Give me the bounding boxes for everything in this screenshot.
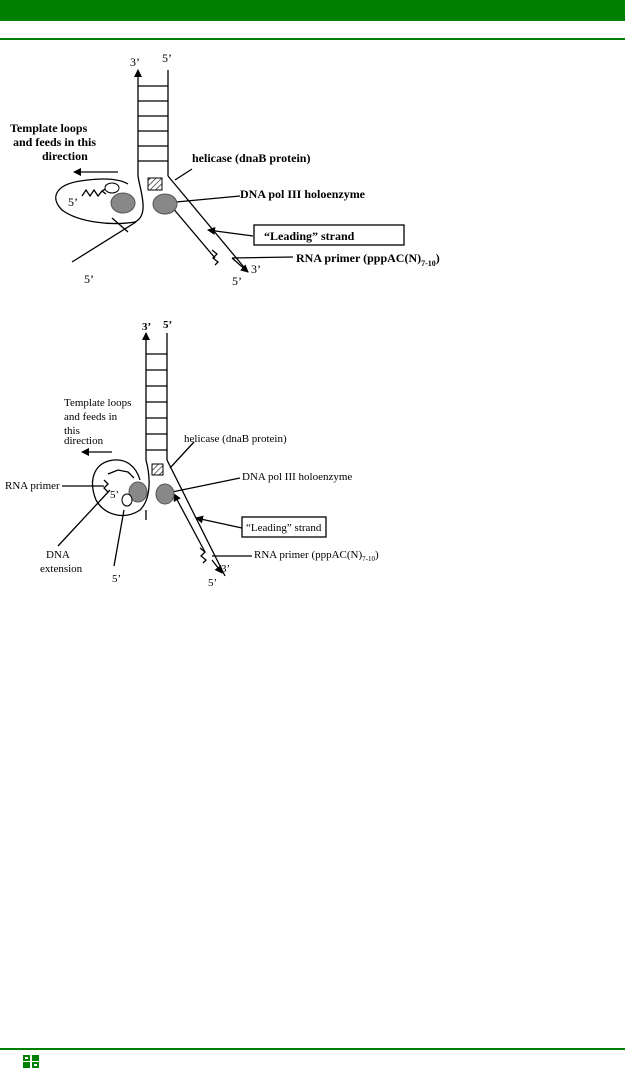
d1-helicase-shape [147,177,163,191]
d2-loop-inner [107,469,135,479]
d1-loop-polymerase-shape [110,192,136,214]
d1-5prime-top: 5’ [162,51,172,65]
d2-base-pair-rungs [146,353,167,451]
d1-template-line-2: and feeds in this [13,135,96,149]
diagram-1 [55,69,405,273]
d1-shapes [104,177,178,215]
d2-dna-extension-line-2: extension [40,563,83,575]
d1-3prime-top: 3’ [130,55,140,69]
d1-5prime-bottom-right: 5’ [232,274,242,288]
d2-template-line-4: direction [64,435,104,447]
d1-loop-clamp-shape [104,182,120,194]
d2-leading-strand-box [241,516,327,538]
d2-lagging-lower-strand [113,509,125,567]
d1-polymerase-shape [152,193,178,215]
d1-5prime-loop: 5’ [68,195,78,209]
d1-leading-template [167,175,249,273]
d1-template-line-1: Template loops [10,121,88,135]
d2-leading-3prime-end [211,559,223,574]
diagram-2 [57,332,327,577]
d2-polymerase-leader [171,477,241,493]
d2-dna-extension-line-1: DNA [46,549,70,561]
d2-5prime-bottom-left: 5’ [112,573,121,585]
d1-lagging-lower-strand [71,221,137,263]
d2-shapes [121,463,175,507]
d1-leading-strand-box [253,224,405,246]
d1-3prime-bottom-right: 3’ [251,262,261,276]
d2-rna-primer-left-label: RNA primer [5,480,60,492]
d1-leading-leader [207,226,254,237]
d2-3prime-bottom-right: 3’ [221,563,230,575]
publisher-logo-icon [22,1054,40,1069]
d2-3prime-top: 3’ [142,321,151,333]
d2-template-line-1: Template loops [64,397,131,409]
d1-5prime-bottom-left: 5’ [84,272,94,286]
d1-helicase-leader [174,168,193,181]
d2-loop-primer-squiggle [103,479,109,493]
d1-template-line-3: direction [42,149,88,163]
d1-leading-strand-label: “Leading” strand [264,229,355,243]
d1-base-pair-rungs [138,85,168,162]
d2-template-line-2: and feeds in [64,411,118,423]
d2-leading-leader [195,515,243,529]
d2-leading-strand-label: “Leading” strand [246,522,322,534]
d1-leading-3prime-end [231,257,249,273]
d1-rna-primer-squiggle [211,249,219,266]
d2-5prime-loop: 5’ [110,489,119,501]
header-band [0,0,625,21]
header-rule [0,38,625,40]
d1-polymerase-leader [175,195,241,203]
footer-rule [0,1048,625,1050]
d2-template-line-3: this [64,425,80,437]
d1-template-loop [55,175,144,225]
d2-template-loop [91,459,150,517]
d1-rna-primer-label: RNA primer (pppAC(N)7-10) [296,251,440,268]
d2-polymerase-shape [155,483,175,505]
d1-polymerase-label: DNA pol III holoenzyme [240,187,366,201]
d1-labels: 3’ 5’ Template loops and feeds in this d… [10,51,440,288]
d2-dna-extension-leader [57,489,111,547]
d2-rna-primer-squiggle [199,547,207,564]
d1-primer-leader [231,256,294,259]
d1-loop-leader [111,217,129,233]
d2-loop-polymerase-shape [128,481,148,503]
d2-polymerase-label: DNA pol III holoenzyme [242,471,352,483]
d2-helicase-leader [169,441,195,469]
d2-leading-new [173,493,206,553]
d2-loop-clamp-shape [121,493,133,507]
d2-helicase-shape [151,463,164,476]
replication-fork-diagrams: 3’ 5’ Template loops and feeds in this d… [5,51,440,589]
d2-labels: 3’ 5’ Template loops and feeds in this d… [5,319,379,589]
d1-helicase-label: helicase (dnaB protein) [192,151,310,165]
d2-5prime-top: 5’ [163,319,172,331]
d2-5prime-bottom-right: 5’ [208,577,217,589]
d2-helicase-label: helicase (dnaB protein) [184,433,287,445]
d2-rna-primer-label: RNA primer (pppAC(N)7-10) [254,549,379,563]
